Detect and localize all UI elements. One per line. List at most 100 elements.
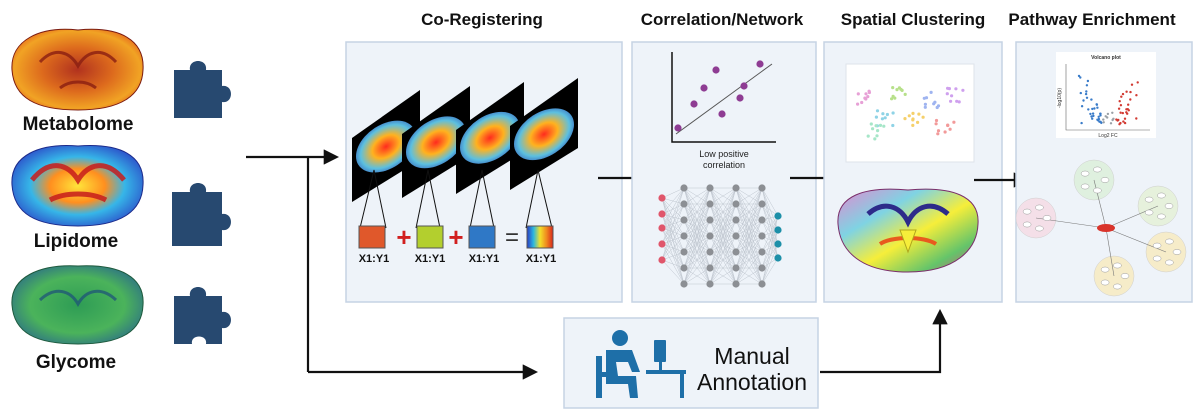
umap-point: [916, 120, 920, 124]
umap-point: [903, 117, 907, 121]
plus-sign-1: +: [396, 222, 411, 252]
network-node: [774, 212, 782, 220]
umap-point: [934, 122, 938, 126]
umap-point: [878, 123, 883, 127]
network-node: [758, 232, 766, 240]
network-edge: [735, 187, 763, 285]
umap-point: [863, 96, 867, 100]
pathway-node: [1164, 203, 1174, 209]
pathway-node: [1120, 273, 1130, 279]
umap-point: [936, 104, 941, 108]
input-glycome: Glycome: [11, 265, 231, 373]
volcano-x-axis: Log2 FC: [1098, 133, 1118, 139]
pathway-node: [1022, 208, 1032, 215]
person-at-computer-icon: [596, 330, 686, 398]
pathway-node: [1093, 166, 1102, 173]
network-node: [732, 232, 740, 240]
puzzle-icon-glycome: [174, 287, 231, 344]
volcano-point: [1127, 103, 1130, 106]
umap-point: [890, 97, 894, 101]
glycome-brain-detail: [38, 289, 118, 308]
network-edge: [661, 187, 685, 199]
volcano-point: [1119, 104, 1123, 107]
network-edge: [761, 215, 779, 285]
scatter-point: [756, 60, 764, 68]
umap-point: [961, 88, 965, 92]
network-edge: [709, 187, 737, 285]
volcano-point: [1106, 116, 1109, 119]
volcano-point: [1090, 115, 1093, 118]
volcano-plot: [1056, 52, 1156, 138]
umap-point: [876, 129, 880, 133]
network-edge: [661, 219, 685, 261]
lipidome-label: Lipidome: [34, 231, 118, 252]
network-edge: [661, 203, 685, 215]
umap-point: [911, 117, 915, 121]
umap-point: [866, 95, 870, 99]
network-node: [680, 232, 688, 240]
volcano-point: [1130, 83, 1134, 86]
umap-plot: [845, 63, 975, 163]
umap-point: [936, 129, 941, 133]
volcano-point: [1116, 119, 1119, 122]
umap-point: [948, 127, 952, 131]
volcano-point: [1118, 100, 1121, 103]
network-edge: [761, 203, 779, 259]
umap-point: [891, 123, 895, 128]
umap-point: [891, 86, 895, 90]
umap-point: [917, 112, 921, 116]
umap-point: [860, 100, 864, 105]
volcano-point: [1082, 99, 1085, 102]
umap-point: [897, 86, 902, 90]
network-node: [706, 232, 714, 240]
pathway-node: [1035, 204, 1044, 211]
umap-points: [856, 86, 965, 141]
pathway-node: [1157, 192, 1166, 199]
umap-point: [875, 134, 879, 138]
network-edge: [709, 187, 737, 237]
umap-point: [957, 100, 961, 104]
volcano-title: Volcano plot: [1091, 55, 1121, 61]
network-edge: [761, 203, 779, 245]
network-edge: [709, 187, 737, 253]
network-edge: [683, 203, 711, 285]
umap-point: [949, 99, 953, 103]
volcano-point: [1122, 120, 1125, 123]
volcano-point: [1135, 117, 1138, 120]
umap-point: [874, 124, 878, 128]
volcano-point: [1102, 121, 1105, 124]
volcano-point: [1129, 98, 1132, 101]
network-node: [758, 264, 766, 272]
network-edge: [661, 259, 685, 269]
network-edge: [735, 235, 763, 285]
scatter-point: [718, 110, 726, 118]
network-edge: [661, 187, 685, 215]
network-edge: [735, 187, 763, 205]
volcano-point: [1077, 74, 1081, 78]
umap-point: [875, 109, 880, 113]
volcano-point: [1084, 92, 1088, 96]
umap-point: [950, 94, 954, 98]
network-node: [658, 240, 666, 248]
volcano-point: [1092, 114, 1095, 118]
pathway-node: [1035, 225, 1044, 232]
correlation-panel: Low positive correlation: [631, 41, 817, 303]
umap-point: [856, 92, 860, 96]
network-edge: [709, 187, 737, 205]
volcano-point: [1106, 112, 1110, 116]
network-edge: [761, 219, 779, 245]
volcano-point: [1136, 81, 1139, 84]
umap-point: [864, 92, 868, 96]
volcano-point: [1118, 123, 1121, 126]
volcano-point: [1091, 117, 1094, 120]
umap-point: [921, 115, 925, 119]
network-edge: [761, 215, 779, 269]
network-edge: [761, 229, 779, 285]
network-node: [758, 216, 766, 224]
volcano-point: [1079, 91, 1083, 95]
network-edge: [761, 215, 779, 237]
correlation-caption-2: correlation: [703, 160, 745, 170]
network-node: [680, 184, 688, 192]
